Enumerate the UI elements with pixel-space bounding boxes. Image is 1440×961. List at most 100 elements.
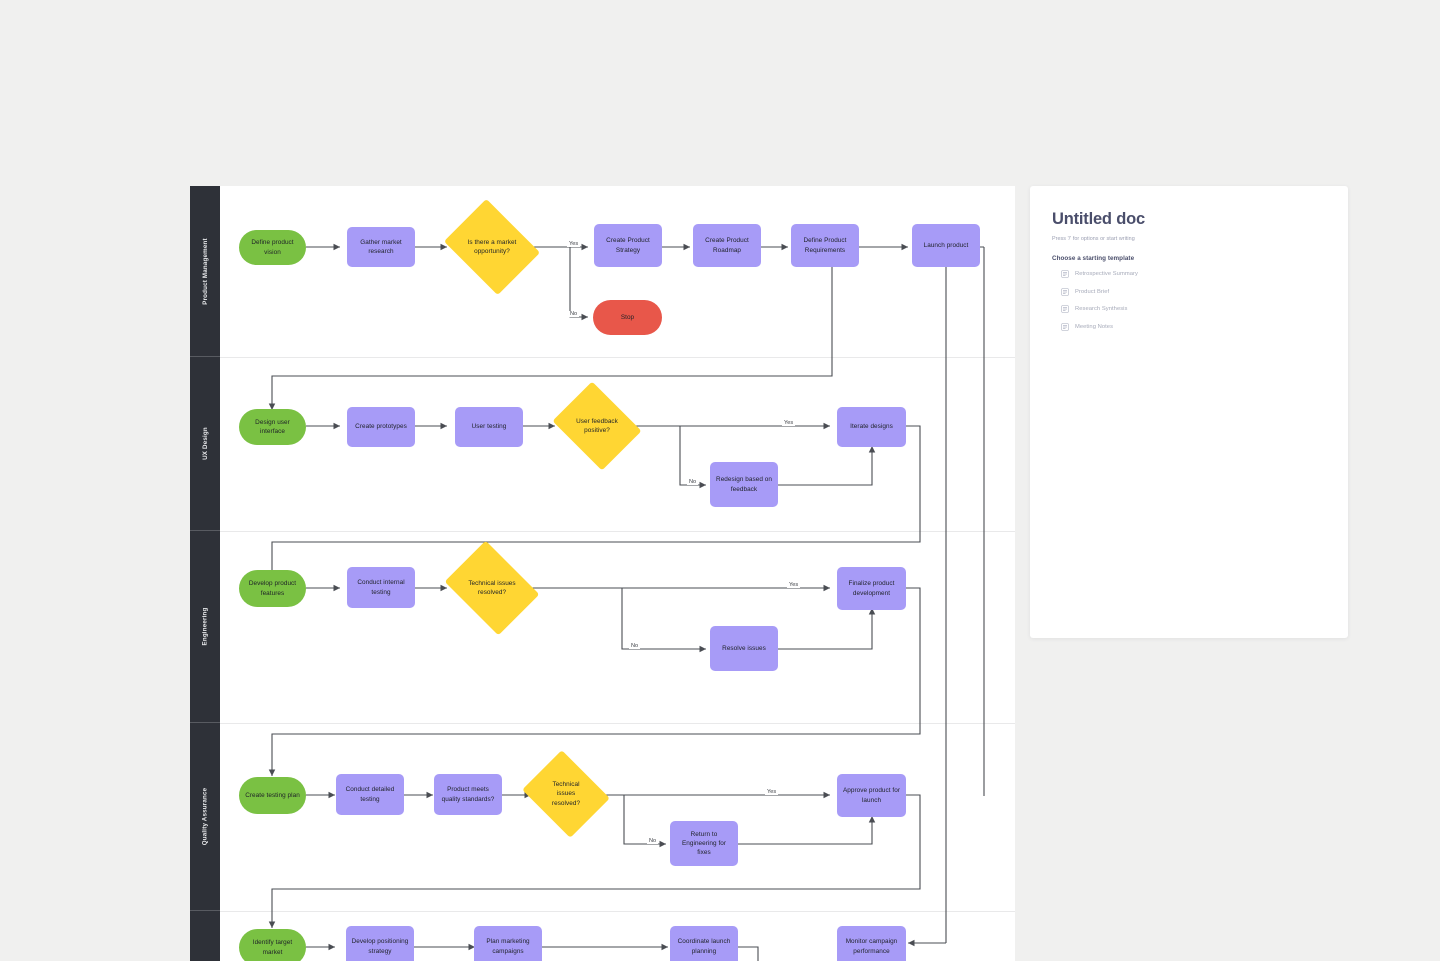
node-label: Stop [620, 313, 635, 321]
edge-label-no: No [629, 643, 641, 649]
node-redesign-based-on-feedback[interactable]: Redesign based on feedback [710, 462, 778, 507]
doc-hint: Press '/' for options or start writing [1052, 236, 1135, 242]
edge-label-no: No [687, 479, 699, 485]
lane-label: Quality Assurance [201, 787, 209, 846]
node-label: Iterate designs [850, 423, 893, 431]
node-is-there-market-opportunity[interactable]: Is there a market opportunity? [443, 198, 541, 296]
document-icon [1061, 322, 1069, 331]
lane-header-marketing[interactable] [190, 911, 220, 961]
node-resolve-issues[interactable]: Resolve issues [710, 626, 778, 671]
node-label: Finalize product development [848, 580, 895, 597]
node-label: Develop positioning strategy [351, 938, 409, 955]
node-label: Is there a market opportunity? [467, 238, 517, 255]
node-label: Create Product Roadmap [705, 237, 749, 254]
template-label: Meeting Notes [1075, 323, 1114, 330]
document-icon [1061, 270, 1069, 278]
template-item-research-synthesis[interactable]: Research Synthesis [1061, 305, 1326, 313]
node-iterate-designs[interactable]: Iterate designs [837, 407, 906, 447]
node-label: Return to Engineering for fixes [681, 830, 727, 857]
node-plan-marketing-campaigns[interactable]: Plan marketing campaigns [474, 926, 542, 961]
lane-header-product-management[interactable]: Product Management [190, 186, 220, 357]
template-item-product-brief[interactable]: Product Brief [1061, 287, 1326, 296]
lane-divider [220, 531, 1015, 532]
document-icon [1061, 305, 1069, 313]
node-label: Conduct internal testing [357, 579, 405, 596]
node-technical-issues-resolved-engineering[interactable]: Technical issues resolved? [444, 540, 540, 636]
doc-title[interactable]: Untitled doc [1052, 210, 1145, 228]
node-label: Monitor campaign performance [845, 938, 898, 955]
template-label: Product Brief [1075, 288, 1110, 295]
node-technical-issues-resolved-qa[interactable]: Technical issues resolved? [522, 750, 610, 838]
node-create-testing-plan[interactable]: Create testing plan [239, 777, 306, 814]
node-monitor-campaign-performance[interactable]: Monitor campaign performance [837, 926, 906, 961]
node-stop[interactable]: Stop [593, 300, 662, 335]
node-define-product-requirements[interactable]: Define Product Requirements [791, 224, 859, 267]
lane-label: Engineering [201, 607, 209, 646]
edge-label-yes: Yes [782, 420, 796, 426]
node-label: Design user interface [255, 418, 290, 435]
template-label: Research Synthesis [1075, 306, 1128, 312]
node-conduct-internal-testing[interactable]: Conduct internal testing [347, 567, 415, 608]
document-icon [1061, 287, 1069, 296]
node-approve-product-for-launch[interactable]: Approve product for launch [837, 774, 906, 817]
template-item-meeting-notes[interactable]: Meeting Notes [1061, 322, 1326, 331]
node-label: Product meets quality standards? [441, 786, 495, 803]
node-label: Technical issues resolved? [468, 579, 516, 596]
node-design-user-interface[interactable]: Design user interface [239, 409, 306, 445]
edge-label-no: No [647, 838, 659, 844]
node-return-to-engineering-for-fixes[interactable]: Return to Engineering for fixes [670, 821, 738, 866]
node-label: User feedback positive? [576, 417, 618, 434]
node-label: Plan marketing campaigns [486, 938, 530, 955]
node-create-product-roadmap[interactable]: Create Product Roadmap [693, 224, 761, 267]
lane-header-ux-design[interactable]: UX Design [190, 357, 220, 531]
edge-label-yes: Yes [787, 582, 801, 588]
node-label: Create testing plan [245, 791, 300, 799]
doc-panel[interactable]: Untitled doc Press '/' for options or st… [1030, 186, 1348, 638]
node-user-feedback-positive[interactable]: User feedback positive? [552, 381, 642, 471]
node-label: User testing [471, 423, 507, 431]
node-conduct-detailed-testing[interactable]: Conduct detailed testing [336, 774, 404, 815]
node-label: Define Product Requirements [803, 237, 847, 254]
template-list: Retrospective Summary Product Brief [1052, 270, 1326, 331]
node-launch-product[interactable]: Launch product [912, 224, 980, 267]
template-label: Retrospective Summary [1075, 271, 1138, 277]
node-define-product-vision[interactable]: Define product vision [239, 230, 306, 265]
node-label: Define product vision [251, 239, 294, 256]
node-label: Launch product [923, 241, 969, 249]
node-label: Develop product features [248, 580, 297, 597]
node-label: Gather market research [360, 238, 402, 255]
node-label: Identify target market [252, 939, 293, 956]
node-develop-product-features[interactable]: Develop product features [239, 570, 306, 607]
node-label: Conduct detailed testing [345, 786, 395, 803]
node-label: Approve product for launch [842, 787, 901, 804]
node-create-prototypes[interactable]: Create prototypes [347, 407, 415, 447]
node-label: Coordinate launch planning [677, 938, 731, 955]
edge-label-yes: Yes [765, 789, 779, 795]
flowchart-canvas[interactable]: Product Management UX Design Engineering… [190, 186, 1015, 961]
node-label: Create Product Strategy [606, 237, 650, 254]
lane-divider [220, 911, 1015, 912]
node-gather-market-research[interactable]: Gather market research [347, 227, 415, 267]
lane-header-column: Product Management UX Design Engineering… [190, 186, 220, 961]
edge-label-no: No [568, 311, 580, 317]
node-product-meets-quality-standards[interactable]: Product meets quality standards? [434, 774, 502, 815]
template-item-retrospective-summary[interactable]: Retrospective Summary [1061, 270, 1326, 278]
node-identify-target-market[interactable]: Identify target market [239, 929, 306, 961]
node-develop-positioning-strategy[interactable]: Develop positioning strategy [346, 926, 414, 961]
node-label: Technical issues resolved? [551, 781, 581, 807]
node-label: Redesign based on feedback [716, 476, 772, 493]
lane-header-quality-assurance[interactable]: Quality Assurance [190, 723, 220, 911]
template-section-title: Choose a starting template [1052, 255, 1135, 262]
lane-header-engineering[interactable]: Engineering [190, 531, 220, 723]
node-label: Create prototypes [355, 423, 407, 431]
edge-label-yes: Yes [567, 241, 581, 247]
lane-label: UX Design [201, 427, 209, 460]
lane-divider [220, 357, 1015, 358]
node-user-testing[interactable]: User testing [455, 407, 523, 447]
node-coordinate-launch-planning[interactable]: Coordinate launch planning [670, 926, 738, 961]
node-label: Resolve issues [722, 644, 766, 652]
lane-label: Product Management [201, 237, 209, 305]
node-create-product-strategy[interactable]: Create Product Strategy [594, 224, 662, 267]
node-finalize-product-development[interactable]: Finalize product development [837, 567, 906, 610]
